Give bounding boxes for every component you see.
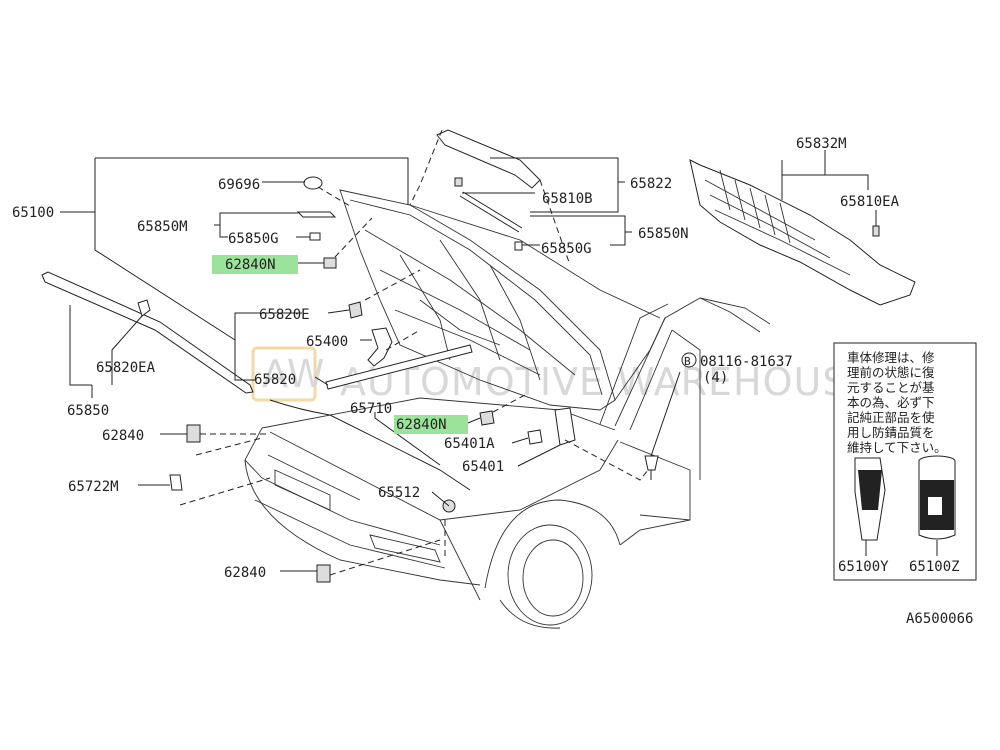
repair-note-box: 車体修理は、修 理前の状態に復 元することが基 本の為、必ず下 記純正部品を使 …: [833, 342, 977, 581]
label-65401[interactable]: 65401: [462, 459, 504, 475]
note-line-6: 用し防錆品質を: [847, 425, 935, 440]
label-69696[interactable]: 69696: [218, 177, 260, 193]
label-65710[interactable]: 65710: [350, 401, 392, 417]
watermark-text: AUTOMOTIVE WAREHOUSE: [340, 360, 872, 404]
highlight-62840N-mid: [394, 415, 468, 434]
label-08116-prefix: B: [684, 355, 691, 368]
label-65401A[interactable]: 65401A: [444, 436, 495, 452]
watermark-logo: AW: [262, 352, 326, 396]
car-body-drawing: [244, 297, 771, 629]
sealant-tube-icon: [854, 457, 886, 556]
label-08116-group[interactable]: B 08116-81637 (4): [681, 352, 793, 386]
label-65850G-left[interactable]: 65850G: [228, 231, 279, 247]
left-gasket-drawing: [41, 271, 254, 394]
label-65850N[interactable]: 65850N: [638, 226, 689, 242]
label-65850[interactable]: 65850: [67, 403, 109, 419]
note-line-7: 維持して下さい。: [847, 440, 947, 455]
note-line-1: 車体修理は、修: [847, 350, 935, 365]
label-65100Z[interactable]: 65100Z: [909, 559, 960, 575]
label-65820E[interactable]: 65820E: [259, 307, 310, 323]
label-65100[interactable]: 65100: [12, 205, 54, 221]
label-65400[interactable]: 65400: [306, 334, 348, 350]
label-65722M[interactable]: 65722M: [68, 479, 119, 495]
bolt-b-circle: [681, 352, 697, 368]
diagram-code: A6500066: [906, 611, 973, 627]
spray-can-icon: [918, 455, 956, 556]
label-65512[interactable]: 65512: [378, 485, 420, 501]
hood-panel-drawing: [339, 129, 666, 411]
label-08116-qty: (4): [703, 370, 728, 386]
label-62840-left[interactable]: 62840: [102, 428, 144, 444]
note-line-2: 理前の状態に復: [847, 365, 935, 380]
label-65822[interactable]: 65822: [630, 176, 672, 192]
dashed-lines: [179, 129, 649, 576]
label-65100Y[interactable]: 65100Y: [838, 559, 889, 575]
label-65810B[interactable]: 65810B: [542, 191, 593, 207]
label-65810EA[interactable]: 65810EA: [840, 194, 900, 210]
note-line-4: 本の為、必ず下: [847, 395, 935, 410]
note-line-5: 記純正部品を使: [847, 410, 935, 425]
watermark: AW AUTOMOTIVE WAREHOUSE: [251, 346, 872, 404]
label-65850M[interactable]: 65850M: [137, 219, 188, 235]
label-62840-bottom[interactable]: 62840: [224, 565, 266, 581]
label-65850G-right[interactable]: 65850G: [541, 241, 592, 257]
label-65820[interactable]: 65820: [254, 372, 296, 388]
label-65820EA[interactable]: 65820EA: [96, 360, 156, 376]
note-line-3: 元することが基: [847, 380, 935, 395]
cowl-top-drawing: [689, 159, 916, 306]
part-labels: 65100 69696 65850M 65850G 62840N 65820E …: [12, 136, 900, 581]
label-65832M[interactable]: 65832M: [796, 136, 847, 152]
leader-lines: [60, 150, 877, 572]
label-08116: 08116-81637: [700, 354, 793, 370]
small-parts-drawing: [169, 176, 659, 583]
label-62840N-top[interactable]: 62840N: [225, 257, 276, 273]
highlight-62840N-top: [212, 255, 298, 274]
label-62840N-mid[interactable]: 62840N: [396, 417, 447, 433]
